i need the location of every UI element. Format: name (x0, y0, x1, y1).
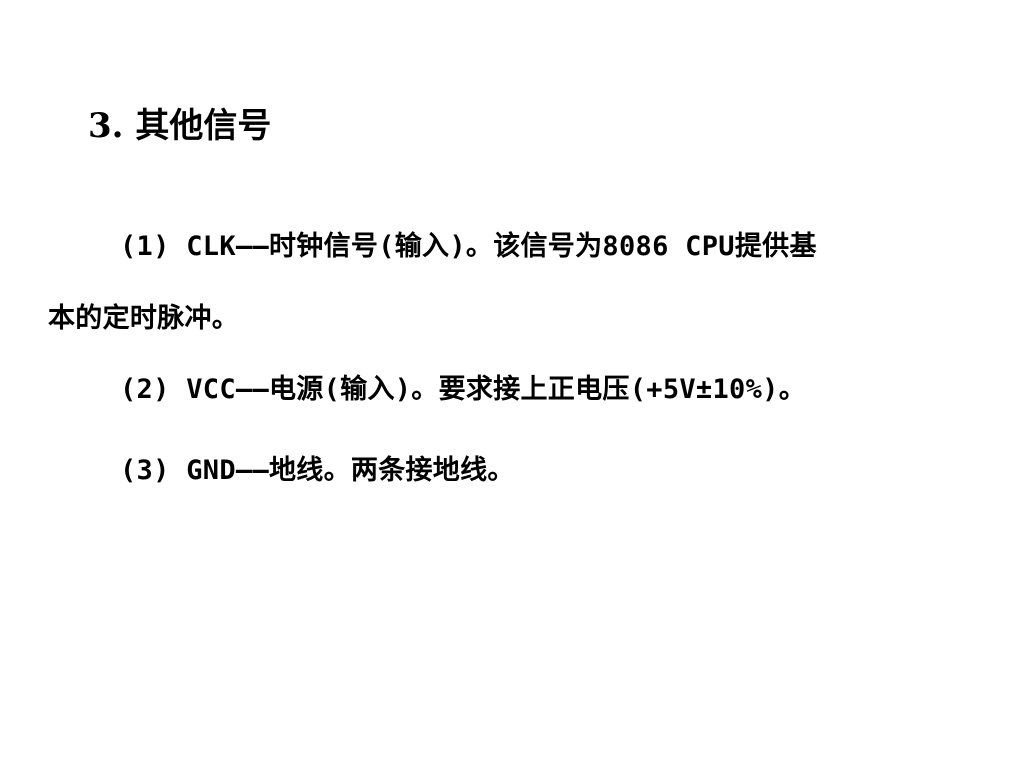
signal-item-vcc-text: (2) VCC——电源(输入)。要求接上正电压(+5V±10%)。 (120, 374, 807, 405)
section-heading: 3. 其他信号 (88, 106, 272, 146)
signal-item-gnd-text: (3) GND——地线。两条接地线。 (120, 455, 515, 486)
signal-item-gnd: (3) GND——地线。两条接地线。 (48, 435, 978, 507)
signal-item-clk: (1) CLK——时钟信号(输入)。该信号为8086 CPU提供基 本的定时脉冲… (48, 211, 978, 355)
signal-item-clk-line1: (1) CLK——时钟信号(输入)。该信号为8086 CPU提供基 (120, 231, 817, 262)
signal-item-clk-line2: 本的定时脉冲。 (48, 303, 240, 334)
signal-item-vcc: (2) VCC——电源(输入)。要求接上正电压(+5V±10%)。 (48, 354, 978, 426)
